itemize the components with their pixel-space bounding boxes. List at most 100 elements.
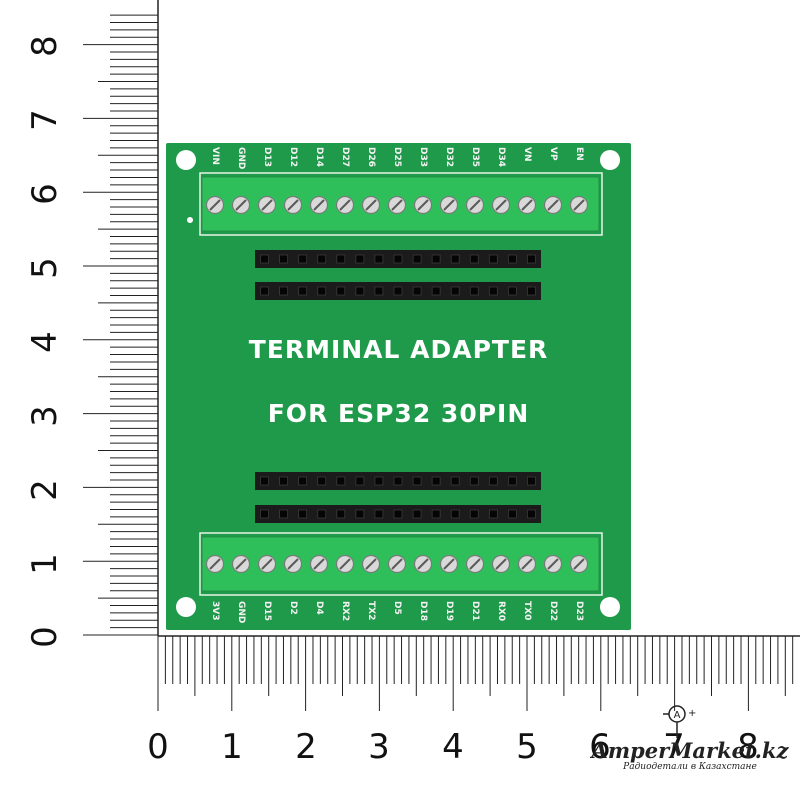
- header-socket: [469, 509, 479, 519]
- screw-slot: [469, 558, 481, 570]
- header-socket: [507, 254, 517, 264]
- header-socket: [507, 286, 517, 296]
- screw-slot: [495, 558, 507, 570]
- ruler-number: 1: [221, 727, 243, 767]
- header-socket: [336, 286, 346, 296]
- pin-label: D26: [366, 147, 376, 167]
- screw-slot: [469, 199, 481, 211]
- screw-slot: [495, 199, 507, 211]
- screw-slot: [287, 199, 299, 211]
- ruler-number: 5: [516, 727, 538, 767]
- ruler-number: 3: [25, 405, 65, 427]
- resistor-logo-icon: A +: [663, 705, 696, 738]
- pin-label: D15: [262, 601, 272, 621]
- header-socket: [393, 286, 403, 296]
- pin-label: D12: [288, 147, 298, 167]
- pin-label: D33: [418, 147, 428, 167]
- screw-slot: [235, 558, 247, 570]
- header-socket: [374, 509, 384, 519]
- mounting-hole: [176, 597, 196, 617]
- ruler-number: 1: [25, 553, 65, 575]
- ruler-number: 7: [663, 727, 685, 767]
- header-socket: [317, 476, 327, 486]
- header-socket: [279, 254, 288, 264]
- header-socket: [336, 509, 346, 519]
- terminal-block-outline-top: [199, 172, 603, 236]
- pin-label: D4: [314, 601, 324, 615]
- pin-label: RX0: [496, 601, 506, 622]
- pin-label: D21: [470, 601, 480, 621]
- header-socket: [431, 254, 441, 264]
- ruler-number: 3: [368, 727, 390, 767]
- screw-slot: [365, 558, 377, 570]
- header-socket: [527, 509, 536, 519]
- mounting-hole: [176, 150, 196, 170]
- header-socket: [298, 254, 308, 264]
- pin-label: D23: [574, 601, 584, 621]
- vertical-ruler-ticks: [83, 0, 159, 636]
- header-socket: [298, 509, 308, 519]
- screw-slot: [391, 558, 403, 570]
- header-socket: [431, 476, 441, 486]
- header-socket: [298, 476, 308, 486]
- header-socket: [507, 476, 517, 486]
- pin-label: D22: [548, 601, 558, 621]
- screw-slot: [339, 558, 351, 570]
- screw-slot: [443, 558, 455, 570]
- mounting-hole: [600, 597, 620, 617]
- header-socket: [469, 254, 479, 264]
- header-socket: [488, 509, 498, 519]
- header-socket: [450, 286, 460, 296]
- header-socket: [279, 509, 288, 519]
- header-socket: [488, 286, 498, 296]
- pin-label: D25: [392, 147, 402, 167]
- ruler-number: 4: [25, 331, 65, 353]
- pin-label: GND: [236, 147, 246, 170]
- header-socket: [260, 476, 269, 486]
- header-socket: [450, 254, 460, 264]
- mounting-hole: [600, 150, 620, 170]
- female-headers-top: [255, 250, 541, 300]
- pin-label: GND: [236, 601, 246, 624]
- pin-label: D32: [444, 147, 454, 167]
- board-title-line2: FOR ESP32 30PIN: [267, 399, 530, 428]
- header-socket: [355, 286, 365, 296]
- header-socket: [393, 509, 403, 519]
- screw-slot: [313, 199, 325, 211]
- svg-text:+: +: [688, 708, 696, 719]
- header-socket: [260, 509, 269, 519]
- watermark: A + AmperMarket.kz Радиодетали в Казахст…: [585, 700, 795, 790]
- header-socket: [412, 286, 422, 296]
- pin1-marker: [187, 217, 193, 223]
- screw-slot: [521, 558, 533, 570]
- header-socket: [527, 286, 536, 296]
- header-socket: [374, 286, 384, 296]
- pin-label: D35: [470, 147, 480, 167]
- pin-label: EN: [574, 147, 584, 161]
- header-socket: [469, 286, 479, 296]
- ruler-number: 7: [25, 109, 65, 131]
- screw-slot: [261, 199, 273, 211]
- board-title-line1: TERMINAL ADAPTER: [248, 335, 549, 364]
- ruler-number: 6: [589, 727, 611, 767]
- female-headers-bottom: [255, 472, 541, 523]
- header-socket: [393, 254, 403, 264]
- screw-slot: [287, 558, 299, 570]
- pin-label: D18: [418, 601, 428, 621]
- ruler-number: 8: [737, 727, 759, 767]
- pin-label: D2: [288, 601, 298, 615]
- screw-slot: [573, 558, 585, 570]
- screw-slot: [261, 558, 273, 570]
- header-socket: [393, 476, 403, 486]
- header-socket: [317, 509, 327, 519]
- screw-slot: [547, 558, 559, 570]
- screw-slot: [521, 199, 533, 211]
- pin-label: VN: [522, 147, 532, 162]
- ruler-number: 0: [25, 626, 65, 648]
- pin-label: RX2: [340, 601, 350, 622]
- header-socket: [431, 509, 441, 519]
- header-socket: [336, 476, 346, 486]
- screw-slot: [547, 199, 559, 211]
